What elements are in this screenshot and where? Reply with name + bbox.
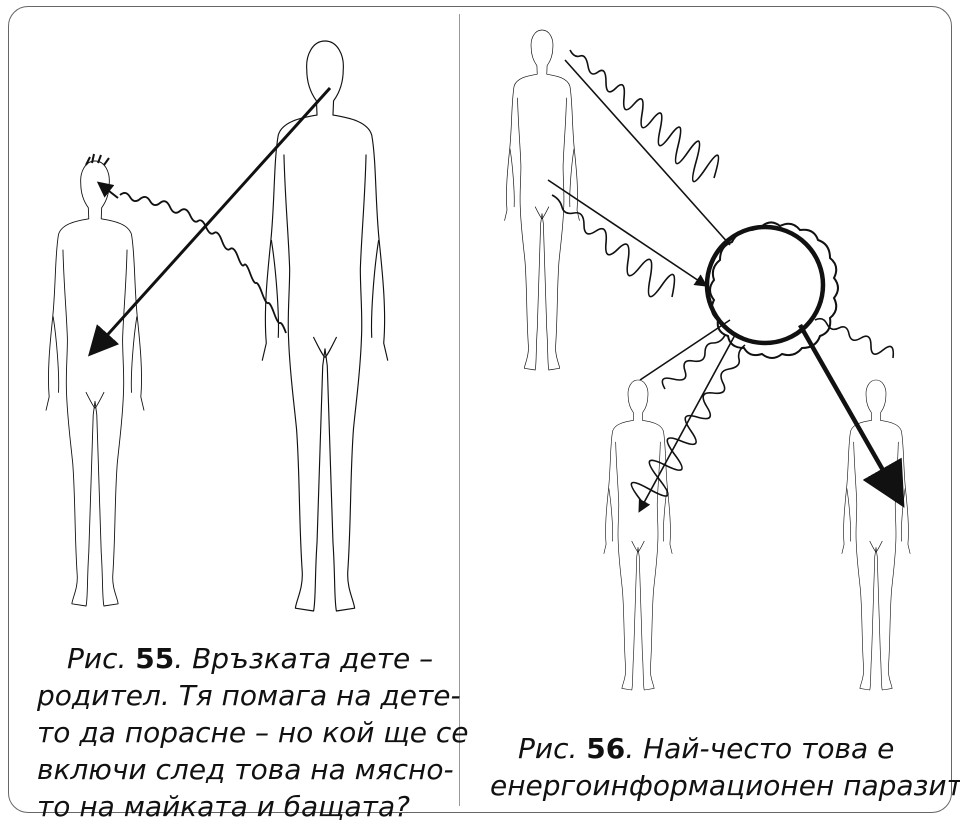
- caption-line: енергоинформационен паразит!: [490, 767, 940, 804]
- caption-line: то на майката и бащата?: [37, 788, 447, 825]
- fig56-figure-right: [842, 380, 910, 690]
- figure-number: 55: [135, 642, 174, 675]
- caption-line: родител. Тя помага на дете-: [37, 677, 447, 714]
- figure-number: 56: [586, 732, 625, 765]
- fig56-parasite: [707, 222, 838, 358]
- caption-line: Рис. 56. Най-често това е: [490, 730, 940, 767]
- figure-prefix: Рис.: [518, 732, 577, 765]
- figure-56-caption: Рис. 56. Най-често това е енергоинформац…: [490, 730, 940, 804]
- fig55-parent-figure: [262, 41, 387, 611]
- fig56-links: [548, 50, 900, 510]
- caption-line: Рис. 55. Връзката дете –: [37, 640, 447, 677]
- fig55-links: [92, 88, 330, 352]
- caption-text: . Най-често това е: [625, 732, 894, 765]
- caption-line: то да порасне – но кой ще се: [37, 714, 447, 751]
- caption-line: включи след това на мясно-: [37, 751, 447, 788]
- fig56-figure-top: [505, 30, 580, 370]
- figure-prefix: Рис.: [67, 642, 126, 675]
- fig55-child-figure: [46, 154, 144, 606]
- fig56-figure-left: [604, 380, 672, 690]
- caption-text: . Връзката дете –: [174, 642, 433, 675]
- figure-55-caption: Рис. 55. Връзката дете – родител. Тя пом…: [37, 640, 447, 825]
